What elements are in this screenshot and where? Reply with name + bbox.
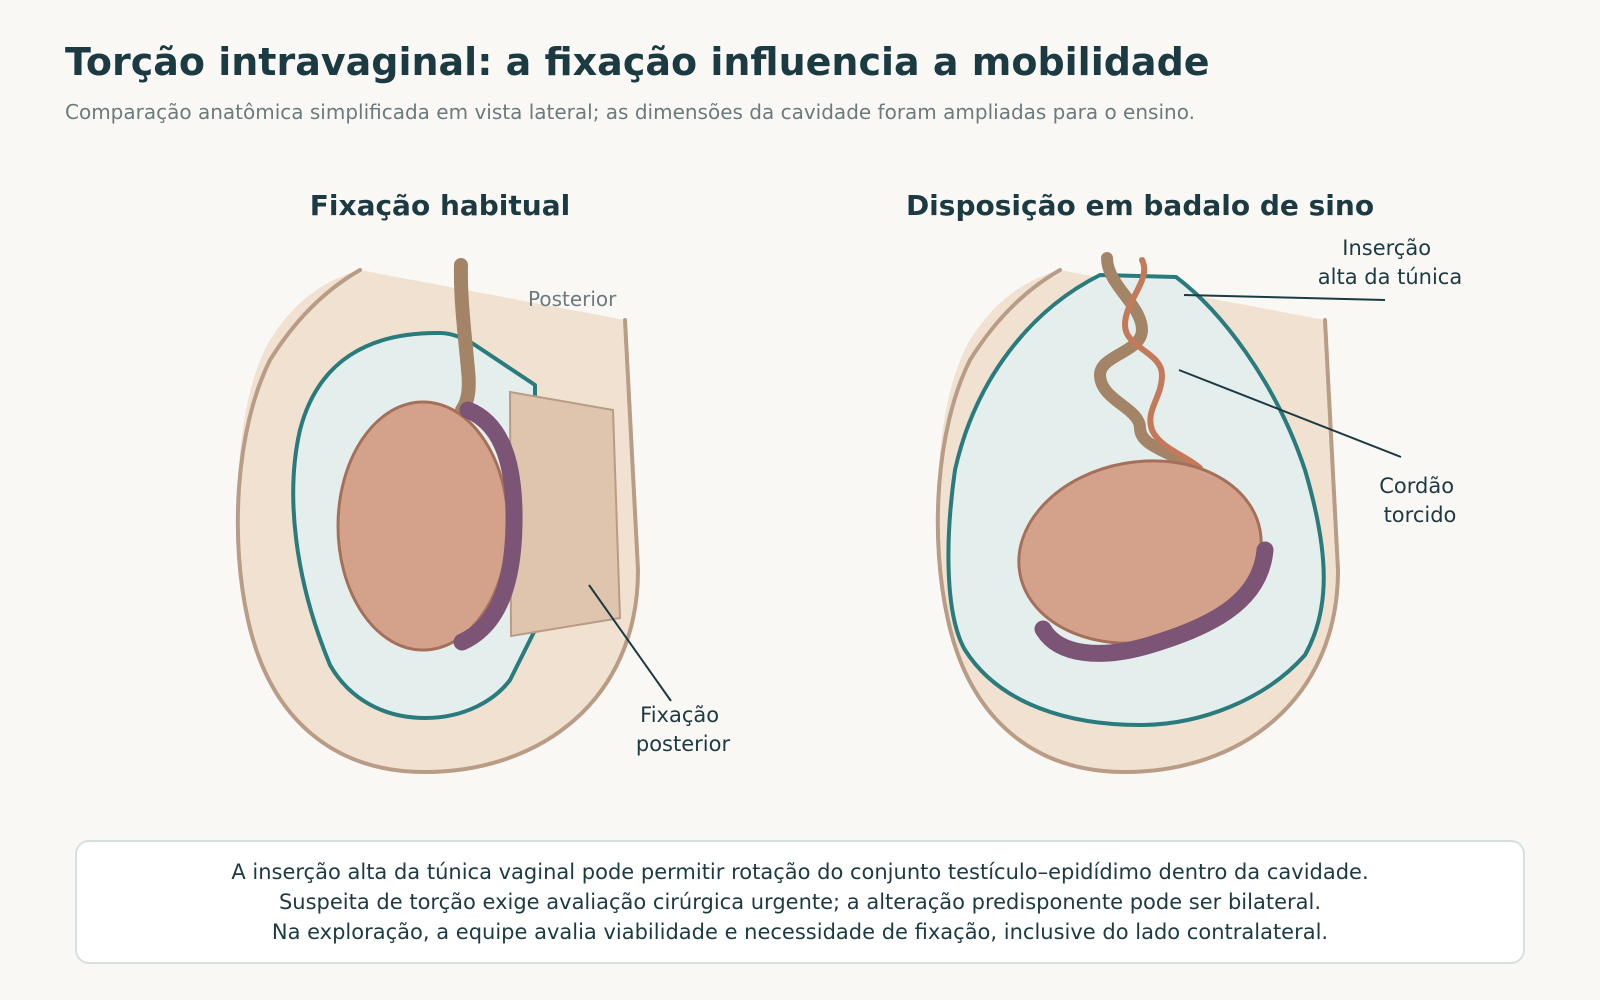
label-high-insertion: Inserção alta da túnica <box>1318 236 1462 289</box>
twisted-cord-strand <box>1093 252 1196 471</box>
scrotum-outline-bellclapper <box>935 268 1341 775</box>
page-subtitle: Comparação anatômica simplificada em vis… <box>65 100 1195 124</box>
scrotum-outline-normal <box>235 268 641 775</box>
note-line-3: Na exploração, a equipe avalia viabilida… <box>271 920 1329 944</box>
panel-title-bellclapper: Disposição em badalo de sino <box>906 189 1374 222</box>
label-fixation-line-1: Fixação <box>640 703 719 727</box>
epididymis-bellclapper <box>1034 541 1274 662</box>
label-fixation-line-2: posterior <box>636 732 731 756</box>
page-title: Torção intravaginal: a fixação influenci… <box>65 40 1210 84</box>
posterior-fixation-plate <box>508 390 622 638</box>
label-cord-line-1: Cordão <box>1379 474 1454 498</box>
note-line-1: A inserção alta da túnica vaginal pode p… <box>231 860 1369 884</box>
panel-normal-fixation: Fixação habitual Posterior Fixação poste… <box>235 189 731 775</box>
label-twisted-cord: Cordão torcido <box>1379 474 1461 527</box>
note-line-2: Suspeita de torção exige avaliação cirúr… <box>278 890 1322 914</box>
leader-line-insertion <box>1183 294 1386 301</box>
label-insertion-line-2: alta da túnica <box>1318 265 1462 289</box>
label-insertion-line-1: Inserção <box>1342 236 1431 260</box>
testis-normal <box>336 400 510 652</box>
panel-bell-clapper: Disposição em badalo de sino Inserção al… <box>906 189 1462 775</box>
label-cord-line-2: torcido <box>1384 503 1457 527</box>
label-posterior: Posterior <box>528 287 617 311</box>
twisted-vessels-strand <box>1121 257 1203 471</box>
panel-title-normal: Fixação habitual <box>310 189 570 222</box>
label-fixation-posterior: Fixação posterior <box>636 703 731 756</box>
leader-line-cord <box>1178 369 1402 458</box>
clinical-note-box: A inserção alta da túnica vaginal pode p… <box>75 840 1525 964</box>
epididymis-normal <box>453 401 523 651</box>
spermatic-cord-normal <box>453 258 476 417</box>
leader-line-fixation <box>588 584 672 702</box>
